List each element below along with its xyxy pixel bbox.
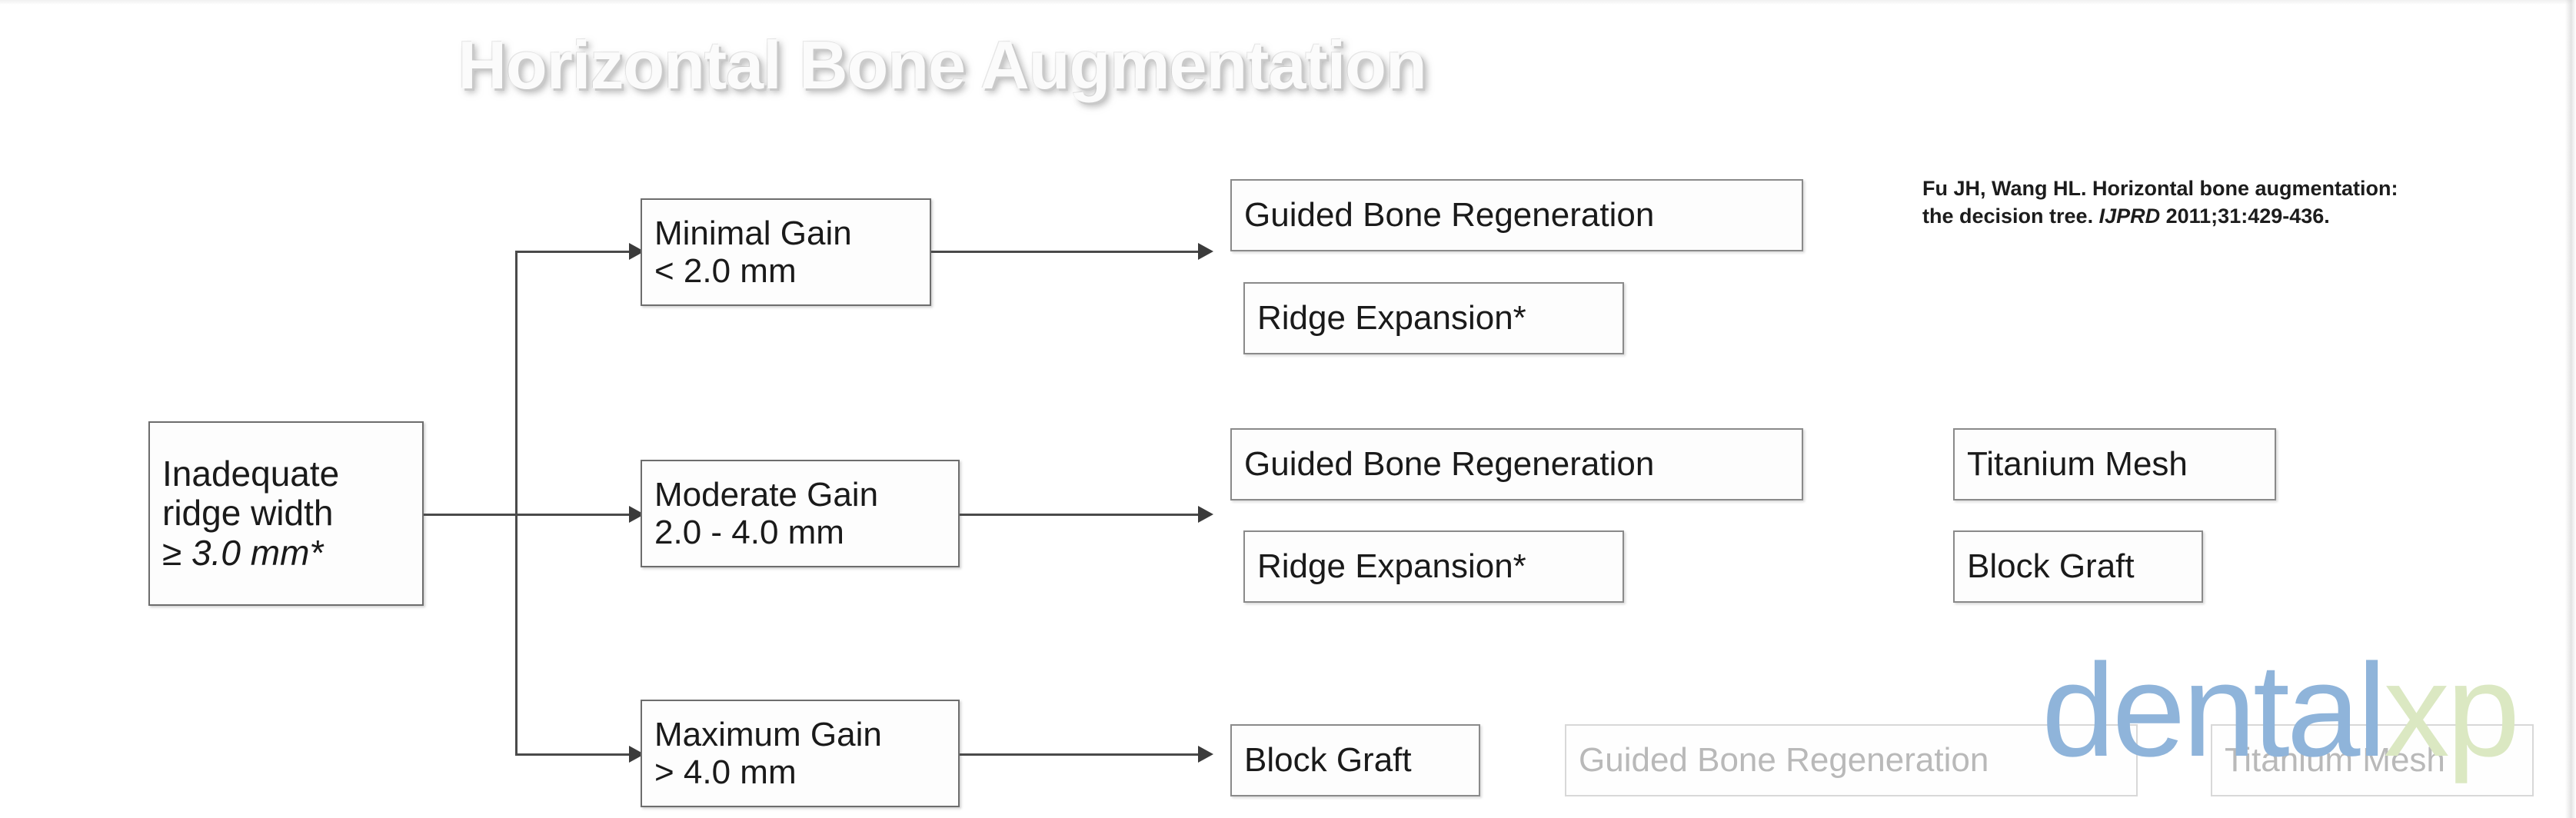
connector-branch-3 bbox=[515, 753, 634, 756]
option-row3-block-graft-label: Block Graft bbox=[1244, 741, 1412, 779]
arrowhead-minimal-to-options bbox=[1198, 243, 1213, 260]
branch-node-moderate-gain[interactable]: Moderate Gain 2.0 - 4.0 mm bbox=[641, 460, 960, 567]
option-row2-guided-bone-regeneration[interactable]: Guided Bone Regeneration bbox=[1230, 428, 1803, 500]
option-row2-ridge-expansion[interactable]: Ridge Expansion* bbox=[1243, 530, 1624, 603]
citation-line-1-text: Fu JH, Wang HL. Horizontal bone augmenta… bbox=[1922, 177, 2398, 200]
option-row3-guided-bone-regeneration[interactable]: Guided Bone Regeneration bbox=[1565, 724, 2138, 796]
branch-node-moderate-gain-range: 2.0 - 4.0 mm bbox=[654, 514, 844, 551]
arrowhead-maximum-to-options bbox=[1198, 746, 1213, 763]
connector-branch-2 bbox=[515, 514, 634, 516]
citation-line-2: the decision tree. IJPRD 2011;31:429-436… bbox=[1922, 203, 2561, 231]
connector-minimal-to-options bbox=[931, 251, 1204, 253]
option-row2-guided-bone-regeneration-label: Guided Bone Regeneration bbox=[1244, 445, 1655, 483]
option-row1-guided-bone-regeneration-label: Guided Bone Regeneration bbox=[1244, 196, 1655, 234]
option-row3-titanium-mesh[interactable]: Titanium Mesh bbox=[2211, 724, 2534, 796]
branch-node-minimal-gain-label: Minimal Gain bbox=[654, 214, 852, 252]
arrowhead-moderate-to-options bbox=[1198, 506, 1213, 523]
connector-root-stub bbox=[424, 514, 516, 516]
root-node-line-2: ridge width bbox=[162, 493, 334, 534]
connector-branch-1 bbox=[515, 251, 634, 253]
branch-node-maximum-gain[interactable]: Maximum Gain > 4.0 mm bbox=[641, 700, 960, 807]
slide-right-edge-shading bbox=[2565, 0, 2576, 818]
option-row1-guided-bone-regeneration[interactable]: Guided Bone Regeneration bbox=[1230, 179, 1803, 251]
root-node-line-1: Inadequate bbox=[162, 453, 340, 494]
page-title: Horizontal Bone Augmentation bbox=[458, 27, 1426, 103]
branch-node-minimal-gain-range: < 2.0 mm bbox=[654, 252, 797, 290]
branch-node-moderate-gain-label: Moderate Gain bbox=[654, 475, 879, 514]
option-row2-titanium-mesh[interactable]: Titanium Mesh bbox=[1953, 428, 2276, 500]
option-row2-ridge-expansion-label: Ridge Expansion* bbox=[1257, 547, 1526, 585]
option-row3-titanium-mesh-label: Titanium Mesh bbox=[2225, 741, 2445, 779]
branch-node-maximum-gain-range: > 4.0 mm bbox=[654, 753, 797, 791]
option-row3-guided-bone-regeneration-label: Guided Bone Regeneration bbox=[1579, 741, 1989, 779]
option-row1-ridge-expansion[interactable]: Ridge Expansion* bbox=[1243, 282, 1624, 354]
citation-line-1: Fu JH, Wang HL. Horizontal bone augmenta… bbox=[1922, 175, 2561, 203]
citation-journal: IJPRD bbox=[2098, 204, 2161, 228]
option-row1-ridge-expansion-label: Ridge Expansion* bbox=[1257, 299, 1526, 337]
option-row2-titanium-mesh-label: Titanium Mesh bbox=[1967, 445, 2188, 483]
citation-line-2-suffix: 2011;31:429-436. bbox=[2160, 204, 2330, 228]
citation-line-2-prefix: the decision tree. bbox=[1922, 204, 2099, 228]
connector-moderate-to-options bbox=[960, 514, 1204, 516]
connector-trunk-vertical bbox=[515, 251, 518, 753]
root-node-inadequate-ridge-width[interactable]: Inadequate ridge width ≥ 3.0 mm* bbox=[148, 421, 424, 606]
option-row2-block-graft-label: Block Graft bbox=[1967, 547, 2135, 585]
branch-node-maximum-gain-label: Maximum Gain bbox=[654, 715, 882, 753]
slide-top-edge-shading bbox=[0, 0, 2576, 5]
option-row2-block-graft[interactable]: Block Graft bbox=[1953, 530, 2203, 603]
connector-maximum-to-options bbox=[960, 753, 1204, 756]
root-node-line-3: ≥ 3.0 mm* bbox=[162, 532, 324, 573]
citation-reference: Fu JH, Wang HL. Horizontal bone augmenta… bbox=[1922, 175, 2561, 230]
branch-node-minimal-gain[interactable]: Minimal Gain < 2.0 mm bbox=[641, 198, 931, 306]
option-row3-block-graft[interactable]: Block Graft bbox=[1230, 724, 1480, 796]
